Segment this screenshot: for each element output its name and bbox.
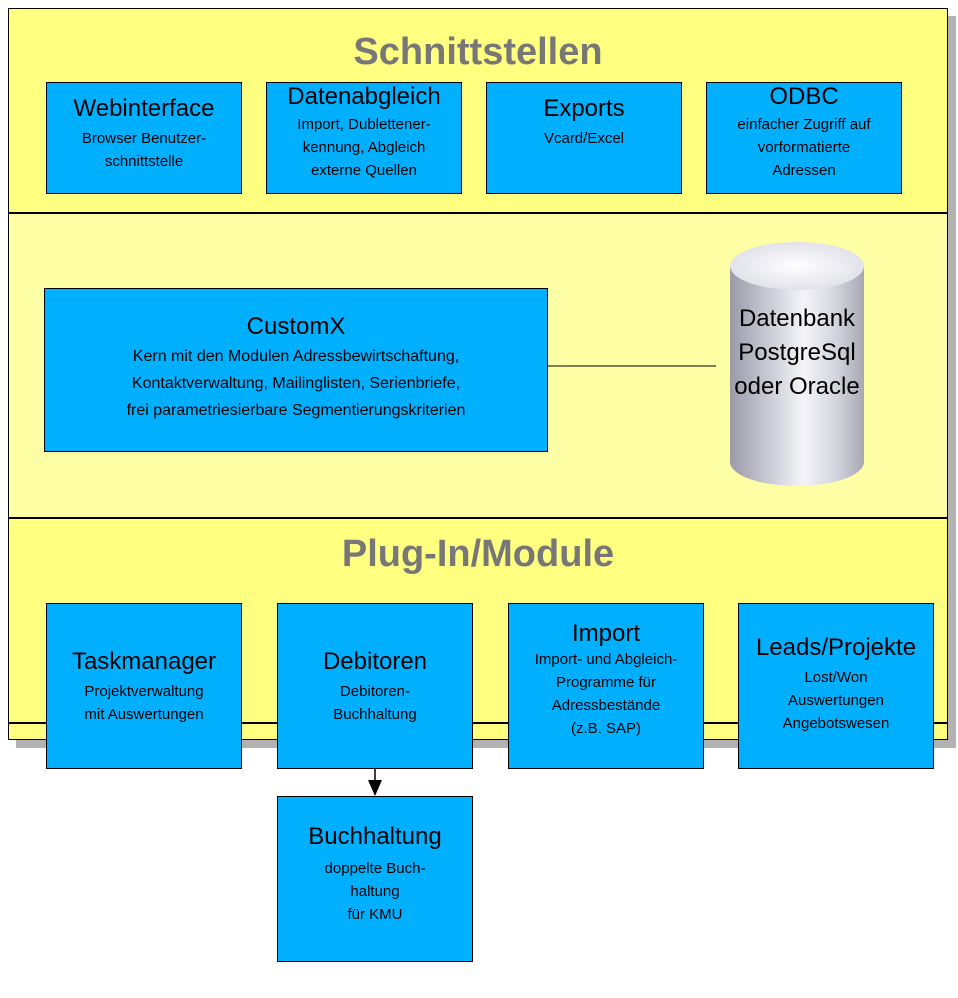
box-title: Buchhaltung: [308, 823, 442, 850]
box-title: Debitoren: [322, 648, 428, 675]
exports-box: Exports Vcard/Excel: [486, 82, 682, 194]
box-title: Leads/Projekte: [755, 634, 917, 661]
import-box: Import Import- und Abgleich- Programme f…: [508, 603, 704, 769]
box-description: Browser Benutzer- schnittstelle: [81, 130, 207, 170]
diagram-shadow-right: [948, 16, 956, 748]
database-cylinder-icon: [730, 242, 864, 486]
box-title: CustomX: [246, 313, 346, 340]
plugins-band-footer: [8, 723, 948, 740]
box-title: ODBC: [769, 83, 839, 110]
diagram-shadow: [16, 740, 956, 748]
webinterface-box: Webinterface Browser Benutzer- schnittst…: [46, 82, 242, 194]
core-database-connector: [546, 365, 716, 367]
box-description: Kern mit den Modulen Adressbewirtschaftu…: [126, 348, 466, 419]
debitoren-buchhaltung-arrow: [368, 768, 382, 796]
box-description: doppelte Buch- haltung für KMU: [324, 860, 426, 923]
box-description: Vcard/Excel: [543, 130, 625, 147]
box-title: Exports: [543, 95, 625, 122]
box-title: Import: [571, 620, 640, 647]
box-description: einfacher Zugriff auf vorformatierte Adr…: [737, 116, 871, 179]
box-title: Taskmanager: [71, 648, 217, 675]
database-label: Datenbank PostgreSql oder Oracle: [734, 305, 860, 400]
buchhaltung-box: Buchhaltung doppelte Buch- haltung für K…: [277, 796, 473, 962]
datenabgleich-box: Datenabgleich Import, Dublettener- kennu…: [266, 82, 462, 194]
plugins-title: Plug-In/Module: [341, 533, 615, 575]
box-description: Lost/Won Auswertungen Angebotswesen: [782, 669, 890, 732]
box-description: Import, Dublettener- kennung, Abgleich e…: [297, 116, 431, 179]
debitoren-box: Debitoren Debitoren- Buchhaltung: [277, 603, 473, 769]
box-description: Projektverwaltung mit Auswertungen: [84, 683, 204, 723]
box-title: Webinterface: [73, 95, 215, 122]
leads-projekte-box: Leads/Projekte Lost/Won Auswertungen Ang…: [738, 603, 934, 769]
interfaces-title: Schnittstellen: [353, 31, 603, 73]
odbc-box: ODBC einfacher Zugriff auf vorformatiert…: [706, 82, 902, 194]
taskmanager-box: Taskmanager Projektverwaltung mit Auswer…: [46, 603, 242, 769]
customx-core-box: CustomX Kern mit den Modulen Adressbewir…: [44, 288, 548, 452]
box-description: Import- und Abgleich- Programme für Adre…: [534, 651, 678, 737]
box-title: Datenabgleich: [287, 83, 441, 110]
box-description: Debitoren- Buchhaltung: [333, 683, 417, 723]
